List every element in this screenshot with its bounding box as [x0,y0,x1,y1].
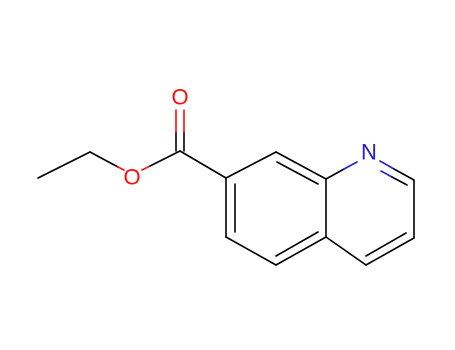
bond-ring-c4a-c5 [275,236,327,266]
bond-c8a-n [325,168,345,180]
bond-c8a-n-blue [343,161,358,170]
ring-nitrogen-label: N [361,140,377,165]
bond-ethyl-ch2-o-red [117,166,125,171]
bond-o-carbonyl [149,150,181,167]
bond-ethyl-ch3-ch2 [37,151,91,179]
bond-n-c2-blue [379,160,395,170]
bond-ethyl-ch2-o [89,151,119,168]
bond-n-c2-inner-blue [380,170,393,178]
bond-c4-c4a [325,236,367,266]
bond-ring-c8-c8a [275,151,327,180]
bond-ring-c4a-c5-inner [275,231,319,257]
bond-n-c2 [393,168,415,181]
bond-ring-c7-c8 [225,151,277,179]
carbonyl-oxygen-label: O [171,85,188,110]
ester-oxygen-label: O [123,165,140,190]
bond-ring-c5-c6 [225,236,277,266]
bond-o-carbonyl-red [141,165,151,171]
bond-n-c2-inner [391,176,408,186]
bond-ring-c8-c8a-inner [276,161,319,185]
bond-carbonyl-ring [179,150,227,179]
bond-c3-c4 [365,237,415,266]
bond-c3-c4-inner [365,232,407,257]
